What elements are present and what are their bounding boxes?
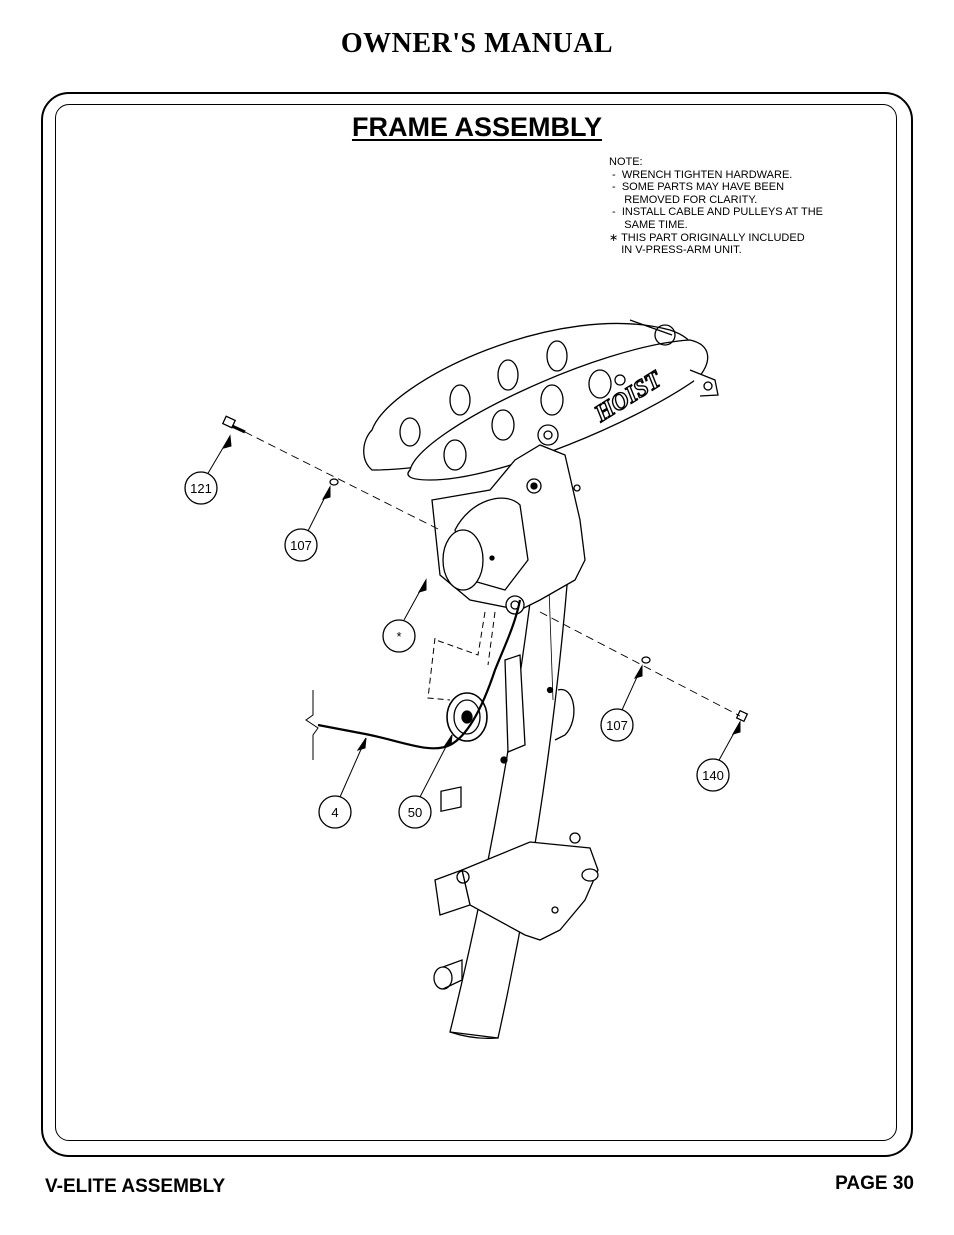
callout-107-lower: 107 <box>600 708 634 742</box>
hardware <box>221 415 749 723</box>
cable-4 <box>305 599 522 760</box>
outer-border <box>41 92 913 1157</box>
note-line: SAME TIME. <box>609 218 688 231</box>
callout-107-upper: 107 <box>284 528 318 562</box>
top-shroud <box>363 319 719 481</box>
callout-140: 140 <box>696 758 730 792</box>
note-line: - SOME PARTS MAY HAVE BEEN <box>609 181 785 194</box>
callout-label: 140 <box>702 768 724 783</box>
assembly-note: NOTE: - WRENCH TIGHTEN HARDWARE. - SOME … <box>609 156 823 257</box>
callout-label: 107 <box>606 718 628 733</box>
lower-bracket <box>433 786 599 990</box>
note-line: IN V-PRESS-ARM UNIT. <box>609 244 742 257</box>
inner-border <box>55 104 897 1141</box>
page-header-title: OWNER'S MANUAL <box>340 28 614 59</box>
callout-50: 50 <box>398 795 432 829</box>
callout-label: 50 <box>408 805 422 820</box>
note-line: ∗ THIS PART ORIGINALLY INCLUDED <box>609 231 805 244</box>
callout-asterisk: * <box>382 619 416 653</box>
note-line: - WRENCH TIGHTEN HARDWARE. <box>609 168 793 181</box>
note-line: REMOVED FOR CLARITY. <box>609 193 758 206</box>
hidden-lines <box>427 611 496 701</box>
section-title-text: FRAME ASSEMBLY <box>351 112 603 142</box>
callout-label: 121 <box>190 481 212 496</box>
pivot-plate <box>431 424 586 615</box>
note-line: - INSTALL CABLE AND PULLEYS AT THE <box>609 206 823 219</box>
callout-121: 121 <box>184 471 218 505</box>
section-title: FRAME ASSEMBLY <box>0 112 954 143</box>
callout-label: * <box>396 629 401 644</box>
footer-assembly-name: V-ELITE ASSEMBLY <box>45 1176 226 1197</box>
leader-lines <box>206 434 741 798</box>
footer-page-number: PAGE 30 <box>835 1173 914 1194</box>
callout-4: 4 <box>318 795 352 829</box>
assembly-lines <box>244 431 741 717</box>
callout-label: 107 <box>290 538 312 553</box>
cam-disc <box>442 529 484 591</box>
callout-label: 4 <box>331 805 338 820</box>
pulley-50 <box>446 692 488 742</box>
note-heading: NOTE: <box>609 156 643 168</box>
cable-guide-bracket <box>504 654 575 753</box>
